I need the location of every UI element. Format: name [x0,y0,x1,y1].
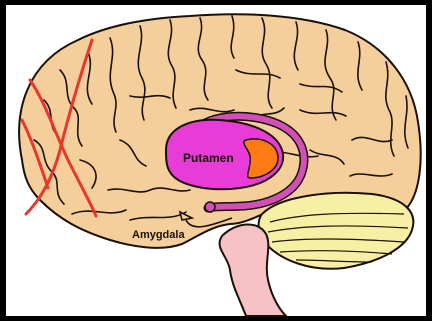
putamen-label: Putamen [183,151,234,165]
caudate-tail-end [205,202,215,212]
amygdala-label: Amygdala [132,229,185,241]
